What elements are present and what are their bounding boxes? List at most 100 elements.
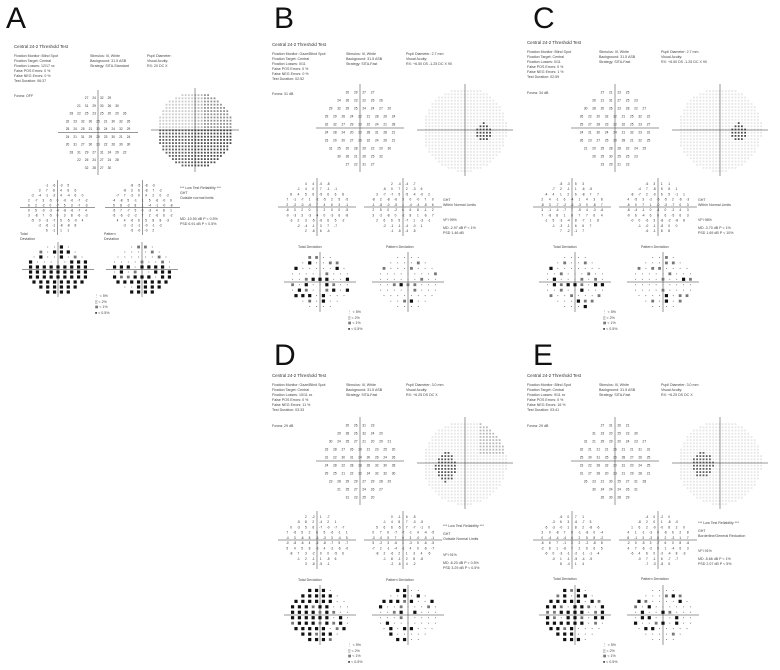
field-value: 20 bbox=[341, 139, 345, 143]
grayscale-cell bbox=[680, 464, 682, 467]
grayscale-cell bbox=[753, 112, 756, 115]
grayscale-cell bbox=[486, 439, 488, 441]
field-value: 29 bbox=[337, 432, 341, 436]
grayscale-cell bbox=[441, 455, 443, 457]
field-value: 26 bbox=[367, 464, 371, 468]
grayscale-cell bbox=[757, 144, 759, 147]
probability-symbol bbox=[685, 294, 689, 298]
probability-symbol bbox=[574, 273, 576, 275]
field-value: 3 bbox=[593, 198, 595, 202]
grayscale-cell bbox=[712, 445, 714, 448]
grayscale-cell bbox=[444, 445, 447, 448]
field-value: -1 bbox=[345, 203, 348, 207]
grayscale-cell bbox=[498, 464, 501, 467]
grayscale-cell bbox=[699, 452, 702, 454]
grayscale-cell bbox=[718, 490, 721, 493]
grayscale-cell bbox=[460, 122, 463, 124]
grayscale-cell bbox=[460, 170, 463, 172]
grayscale-cell bbox=[450, 480, 453, 483]
field-value: 31 bbox=[609, 99, 613, 103]
grayscale-cell bbox=[498, 144, 501, 147]
grayscale-cell bbox=[197, 145, 200, 148]
grayscale-cell bbox=[492, 99, 495, 102]
field-value: 0 bbox=[635, 541, 637, 545]
probability-symbol bbox=[661, 610, 665, 614]
legend-symbol: ⋮ bbox=[348, 643, 352, 647]
probability-symbol bbox=[308, 588, 312, 593]
grayscale-cell bbox=[450, 445, 453, 448]
field-value: 23 bbox=[325, 448, 329, 452]
field-value: 6 bbox=[67, 189, 69, 193]
grayscale-cell bbox=[689, 119, 692, 121]
grayscale-cell bbox=[441, 131, 443, 134]
probability-symbol bbox=[689, 284, 691, 286]
grayscale-cell bbox=[438, 487, 440, 489]
grayscale-cell bbox=[705, 141, 708, 144]
grayscale-cell bbox=[213, 103, 216, 106]
grayscale-cell bbox=[702, 448, 705, 451]
grayscale-cell bbox=[731, 154, 734, 156]
grayscale-cell bbox=[486, 125, 488, 128]
grayscale-cell bbox=[725, 115, 727, 118]
field-value: -6 bbox=[571, 203, 574, 207]
grayscale-cell bbox=[702, 157, 705, 160]
probability-symbol bbox=[311, 610, 315, 614]
field-value: 3 bbox=[39, 189, 41, 193]
grayscale-cell bbox=[431, 141, 434, 144]
probability-symbol bbox=[399, 605, 403, 609]
grayscale-cell bbox=[479, 493, 482, 496]
grayscale-cell bbox=[460, 163, 463, 166]
field-value: 6 bbox=[575, 192, 577, 196]
field-value: 24 bbox=[362, 488, 366, 492]
probability-symbol bbox=[386, 273, 388, 275]
probability-symbol bbox=[325, 277, 329, 281]
field-value: 24 bbox=[358, 456, 362, 460]
grayscale-cell bbox=[689, 445, 692, 448]
grayscale-cell bbox=[498, 484, 501, 486]
grayscale-cell bbox=[715, 122, 718, 124]
field-value: 22 bbox=[588, 464, 592, 468]
field-value: 30 bbox=[111, 119, 115, 123]
grayscale-cell bbox=[165, 142, 168, 144]
grayscale-cell bbox=[750, 484, 753, 486]
total-deviation-probability-plot bbox=[22, 242, 94, 297]
field-value: -3 bbox=[552, 520, 555, 524]
grayscale-cell bbox=[492, 458, 495, 461]
grayscale-cell bbox=[741, 432, 743, 435]
grayscale-cell bbox=[197, 164, 200, 167]
grayscale-cell bbox=[747, 103, 750, 105]
grayscale-cell bbox=[702, 112, 705, 115]
field-value: -6 bbox=[627, 203, 630, 207]
probability-symbol bbox=[43, 261, 45, 263]
grayscale-cell bbox=[718, 163, 721, 166]
grayscale-cell bbox=[741, 125, 743, 128]
grayscale-cell bbox=[486, 106, 488, 108]
probability-symbol bbox=[328, 599, 332, 603]
grayscale-cell bbox=[428, 452, 431, 454]
probability-symbol bbox=[308, 594, 312, 598]
probability-symbol bbox=[291, 621, 294, 625]
grayscale-cell bbox=[712, 163, 714, 166]
grayscale-cell bbox=[718, 468, 721, 470]
probability-symbol bbox=[321, 594, 326, 598]
grayscale-cell bbox=[721, 464, 724, 467]
grayscale-cell bbox=[696, 131, 698, 134]
legend-symbol: ■ bbox=[95, 310, 98, 315]
grayscale-cell bbox=[444, 135, 447, 137]
grayscale-cell bbox=[444, 480, 447, 483]
probability-symbol bbox=[308, 599, 312, 603]
grayscale-cell bbox=[689, 128, 692, 131]
grayscale-cell bbox=[750, 461, 753, 464]
grayscale-cell bbox=[441, 154, 443, 156]
grayscale-cell bbox=[712, 452, 714, 454]
grayscale-cell bbox=[454, 490, 456, 493]
grayscale-cell bbox=[473, 151, 475, 153]
field-value: -5 bbox=[664, 198, 667, 202]
probability-symbol bbox=[583, 304, 587, 309]
probability-symbol bbox=[580, 616, 584, 620]
field-value: 6 bbox=[74, 194, 76, 198]
field-value: -8 bbox=[345, 213, 348, 217]
total-deviation-probability-plot bbox=[539, 585, 611, 645]
grayscale-cell bbox=[226, 113, 229, 116]
